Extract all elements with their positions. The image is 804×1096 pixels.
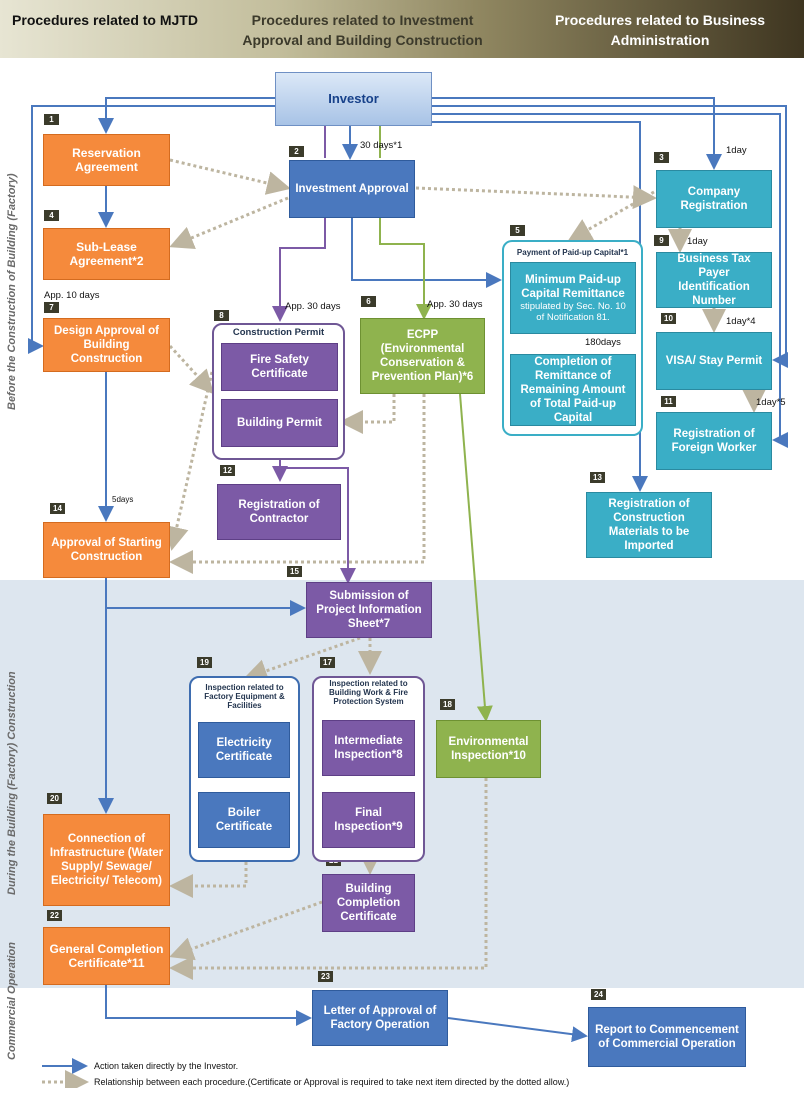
header-investment: Procedures related to Investment Approva… (242, 12, 483, 48)
duration-180-days: 180days (585, 337, 621, 348)
paid-up-capital-title: Payment of Paid-up Capital*1 (516, 248, 629, 257)
ecpp-box[interactable]: ECPP (Environmental Conservation & Preve… (360, 318, 485, 394)
duration-1day: 1day (726, 145, 747, 156)
factory-equipment-title: Inspection related to Factory Equipment … (204, 683, 285, 710)
building-work-title: Inspection related to Building Work & Fi… (329, 679, 408, 706)
legend-solid-text: Action taken directly by the Investor. (94, 1061, 239, 1071)
header-mjtd: Procedures related to MJTD (12, 12, 198, 28)
boiler-certificate-box[interactable]: Boiler Certificate (198, 792, 290, 848)
step-number: 1 (44, 114, 59, 125)
investment-approval-box[interactable]: Investment Approval (289, 160, 415, 218)
building-permit-box[interactable]: Building Permit (221, 399, 338, 447)
electricity-certificate-box[interactable]: Electricity Certificate (198, 722, 290, 778)
approval-starting-construction-box[interactable]: Approval of Starting Construction (43, 522, 170, 578)
intermediate-inspection-box[interactable]: Intermediate Inspection*8 (322, 720, 415, 776)
duration-app-30-days-ecpp: App. 30 days (427, 299, 483, 310)
step-number: 23 (318, 971, 333, 982)
step-number: 11 (661, 396, 676, 407)
step-number: 19 (197, 657, 212, 668)
step-number: 7 (44, 302, 59, 313)
registration-contractor-box[interactable]: Registration of Contractor (217, 484, 341, 540)
step-number: 6 (361, 296, 376, 307)
construction-permit-title: Construction Permit (232, 327, 325, 338)
sub-lease-agreement-box[interactable]: Sub-Lease Agreement*2 (43, 228, 170, 280)
minimum-capital-remittance-box[interactable]: Minimum Paid-up Capital Remittance stipu… (510, 262, 636, 334)
registration-construction-materials-box[interactable]: Registration of Construction Materials t… (586, 492, 712, 558)
building-completion-certificate-box[interactable]: Building Completion Certificate (322, 874, 415, 932)
duration-app-30-days-permit: App. 30 days (285, 301, 341, 312)
minimum-capital-remittance-sub: stipulated by Sec. No. 10 of Notificatio… (520, 301, 626, 323)
header-bar: Procedures related to MJTD Procedures re… (0, 0, 804, 58)
step-number: 4 (44, 210, 59, 221)
step-number: 9 (654, 235, 669, 246)
duration-5-days: 5days (112, 495, 134, 504)
step-number: 15 (287, 566, 302, 577)
step-number: 5 (510, 225, 525, 236)
remaining-capital-remittance-box[interactable]: Completion of Remittance of Remaining Am… (510, 354, 636, 426)
report-commencement-box[interactable]: Report to Commencement of Commercial Ope… (588, 1007, 746, 1067)
legend-lines (42, 1058, 89, 1088)
design-approval-box[interactable]: Design Approval of Building Construction (43, 318, 170, 372)
duration-1day-11: 1day*5 (756, 397, 786, 408)
step-number: 10 (661, 313, 676, 324)
visa-stay-permit-box[interactable]: VISA/ Stay Permit (656, 332, 772, 390)
project-information-sheet-box[interactable]: Submission of Project Information Sheet*… (306, 582, 432, 638)
company-registration-box[interactable]: Company Registration (656, 170, 772, 228)
step-number: 8 (214, 310, 229, 321)
header-business: Procedures related to Business Administr… (554, 12, 766, 48)
duration-app-10-days: App. 10 days (44, 290, 100, 301)
step-number: 12 (220, 465, 235, 476)
registration-foreign-worker-box[interactable]: Registration of Foreign Worker (656, 412, 772, 470)
investor-box[interactable]: Investor (275, 72, 432, 126)
letter-approval-factory-box[interactable]: Letter of Approval of Factory Operation (312, 990, 448, 1046)
environmental-inspection-box[interactable]: Environmental Inspection*10 (436, 720, 541, 778)
duration-1day-10: 1day*4 (726, 316, 756, 327)
general-completion-certificate-box[interactable]: General Completion Certificate*11 (43, 927, 170, 985)
connection-infrastructure-box[interactable]: Connection of Infrastructure (Water Supp… (43, 814, 170, 906)
step-number: 24 (591, 989, 606, 1000)
fire-safety-certificate-box[interactable]: Fire Safety Certificate (221, 343, 338, 391)
legend-dotted-text: Relationship between each procedure.(Cer… (94, 1077, 570, 1087)
step-number: 14 (50, 503, 65, 514)
reservation-agreement-box[interactable]: Reservation Agreement (43, 134, 170, 186)
final-inspection-box[interactable]: Final Inspection*9 (322, 792, 415, 848)
minimum-capital-remittance-label: Minimum Paid-up Capital Remittance (521, 274, 625, 300)
step-number: 22 (47, 910, 62, 921)
step-number: 3 (654, 152, 669, 163)
step-number: 2 (289, 146, 304, 157)
business-tax-payer-box[interactable]: Business Tax Payer Identification Number (656, 252, 772, 308)
duration-30-days: 30 days*1 (360, 140, 403, 151)
step-number: 13 (590, 472, 605, 483)
duration-1day-9: 1day (687, 236, 708, 247)
step-number: 17 (320, 657, 335, 668)
step-number: 18 (440, 699, 455, 710)
step-number: 20 (47, 793, 62, 804)
